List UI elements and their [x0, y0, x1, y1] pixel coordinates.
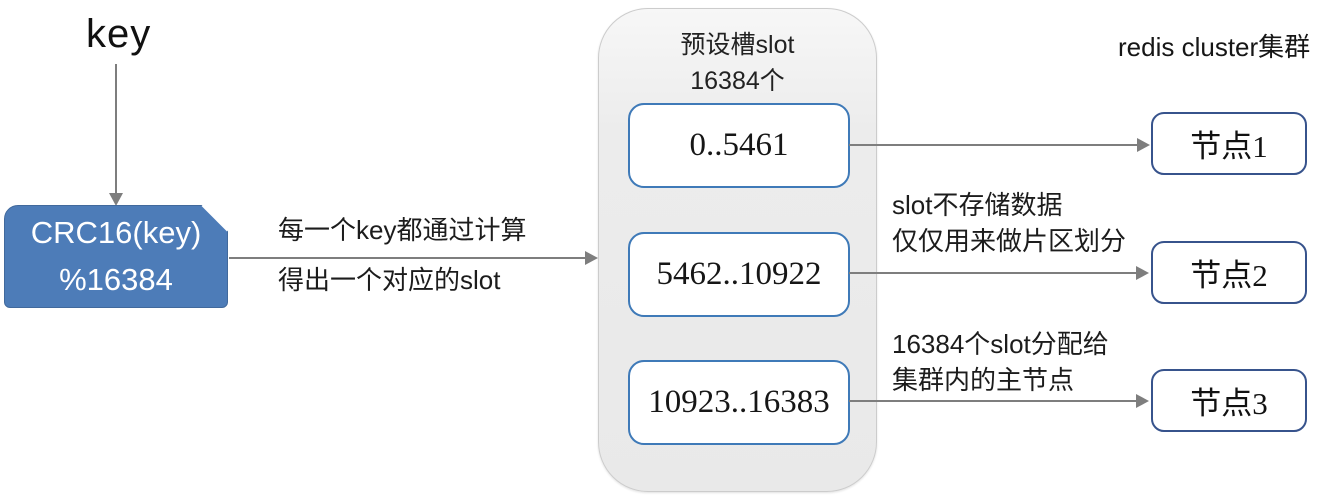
slot-note1-line2: 仅仅用来做片区划分 [892, 226, 1127, 256]
slot-range-box-2: 5462..10922 [628, 232, 850, 317]
arrow-slot2-to-node2 [849, 265, 1149, 281]
arrow-head-icon [1137, 138, 1150, 152]
snipped-corner [201, 180, 253, 232]
key-label: key [86, 12, 152, 56]
arrow-slot3-to-node3 [849, 393, 1149, 409]
slot-note1-line1: slot不存储数据 [892, 190, 1063, 220]
node-box-1: 节点1 [1151, 112, 1307, 175]
arrow-shaft [849, 144, 1141, 146]
crc16-hash-box: CRC16(key) %16384 [4, 180, 253, 308]
arrow-head-icon [1136, 266, 1149, 280]
cluster-title: redis cluster集群 [1118, 32, 1311, 62]
arrow-head-icon [585, 251, 598, 265]
slot-container-title-line1: 预设槽slot [680, 31, 795, 59]
arrow-head-icon [1136, 394, 1149, 408]
arrow-shaft [229, 257, 589, 259]
arrow-head-icon [109, 193, 123, 206]
crc16-line1: CRC16(key) [30, 215, 202, 250]
arrow-slot1-to-node1 [849, 137, 1150, 153]
slot-container: 预设槽slot 16384个 0..5461 5462..10922 10923… [598, 8, 877, 492]
arrow-shaft [115, 64, 117, 197]
slot-range-box-3: 10923..16383 [628, 360, 850, 445]
node-box-2: 节点2 [1151, 241, 1307, 304]
crc16-line2: %16384 [59, 261, 173, 297]
arrow-shaft [849, 272, 1140, 274]
slot-range-box-1: 0..5461 [628, 103, 850, 188]
arrow-shaft [849, 400, 1140, 402]
node-box-3: 节点3 [1151, 369, 1307, 432]
arrow-crc-to-slots [229, 250, 598, 266]
arrow-key-to-crc [108, 64, 124, 206]
slot-container-title-line2: 16384个 [690, 67, 785, 95]
calc-note-line2: 得出一个对应的slot [278, 265, 501, 295]
slot-note2-line2: 集群内的主节点 [892, 365, 1075, 395]
calc-note-line1: 每一个key都通过计算 [278, 215, 527, 245]
slot-note2-line1: 16384个slot分配给 [892, 329, 1109, 359]
